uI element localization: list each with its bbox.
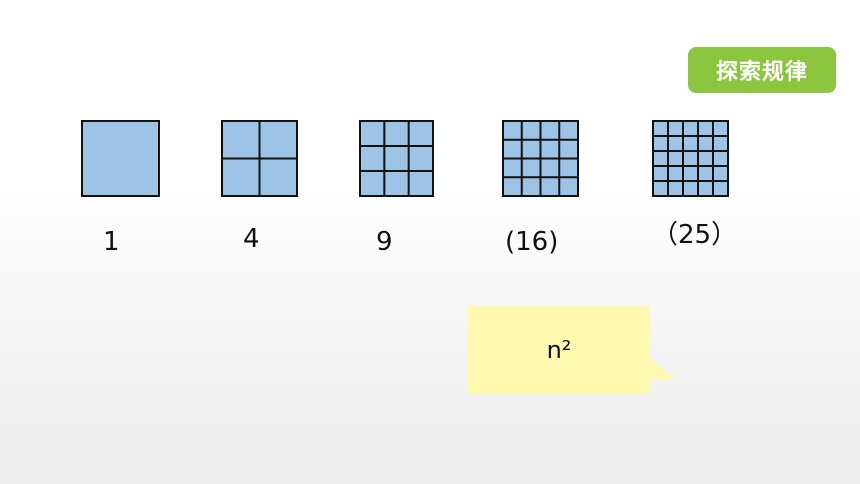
square-5-outline bbox=[652, 120, 729, 197]
square-grid-5 bbox=[652, 120, 729, 197]
square-grid-2-svg bbox=[221, 120, 298, 197]
square-grid-1-svg bbox=[81, 120, 160, 197]
square-count-1: 1 bbox=[103, 227, 120, 257]
square-count-4: (16) bbox=[505, 227, 559, 257]
formula-text: n² bbox=[546, 336, 572, 364]
formula-callout: n² bbox=[468, 306, 678, 394]
explore-pattern-badge: 探索规律 bbox=[688, 47, 836, 93]
square-grid-4-svg bbox=[502, 120, 579, 197]
square-count-5: （25） bbox=[652, 220, 738, 250]
square-count-2: 4 bbox=[243, 224, 260, 254]
square-grid-5-svg bbox=[652, 120, 729, 197]
square-grid-1 bbox=[81, 120, 160, 197]
badge-label: 探索规律 bbox=[715, 60, 808, 85]
square-count-3: 9 bbox=[376, 227, 393, 257]
square-grid-3 bbox=[359, 120, 434, 197]
square-grid-2 bbox=[221, 120, 298, 197]
callout-bubble-shape bbox=[468, 306, 676, 394]
square-grid-4 bbox=[502, 120, 579, 197]
square-3-outline bbox=[359, 120, 434, 197]
square-grid-3-svg bbox=[359, 120, 434, 197]
square-1-outline bbox=[81, 120, 160, 197]
